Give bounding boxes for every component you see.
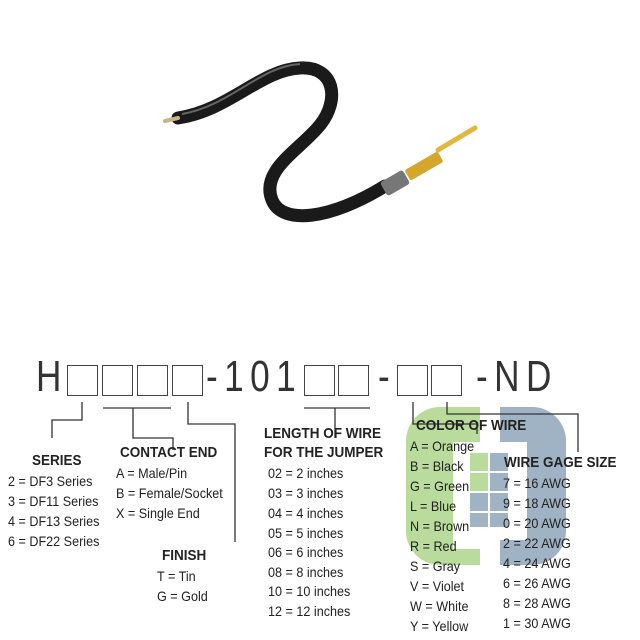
color-item: B = Black [410,458,464,474]
color-box [397,365,428,396]
color-item: L = Blue [410,498,457,514]
length-item: 03 = 3 inches [268,485,344,501]
finish-item: T = Tin [157,568,196,584]
stripped-end [163,116,180,123]
part-middle: -101 [206,352,303,401]
crimp-barrel [380,170,410,196]
series-box [67,365,98,396]
color-item: V = Violet [410,578,465,594]
gage-item: 9 = 18 AWG [503,495,571,511]
color-item: A = Orange [410,438,475,454]
color-item: N = Brown [410,518,470,534]
gage-box [431,365,462,396]
part-dash: - [378,352,390,401]
length-item: 02 = 2 inches [268,465,344,481]
series-item: 4 = DF13 Series [8,513,100,529]
finish-item: G = Gold [157,588,208,604]
logo-blue-shape [500,407,566,565]
color-item: S = Gray [410,558,461,574]
length-box-1 [304,365,335,396]
part-prefix: H [36,352,62,401]
contact-end-item: X = Single End [116,505,200,521]
color-item: Y = Yellow [410,618,469,634]
gage-item: 1 = 30 AWG [503,615,571,631]
logo-grid [470,453,508,527]
series-heading: SERIES [32,452,82,469]
gage-item: 0 = 20 AWG [503,515,571,531]
contact-end-box-1 [102,365,133,396]
gage-item: 6 = 26 AWG [503,575,571,591]
wire [171,61,392,223]
series-item: 6 = DF22 Series [8,533,100,549]
length-item: 12 = 12 inches [268,603,351,619]
gage-item: 4 = 24 AWG [503,555,571,571]
length-item: 04 = 4 inches [268,505,344,521]
gage-item: 7 = 16 AWG [503,475,571,491]
gold-contact [405,152,443,180]
series-item: 2 = DF3 Series [8,473,93,489]
contact-end-item: B = Female/Socket [116,485,223,501]
logo-green-shape [406,407,480,565]
length-item: 05 = 5 inches [268,525,344,541]
length-item: 10 = 10 inches [268,583,351,599]
contact-end-item: A = Male/Pin [116,465,188,481]
color-heading: COLOR OF WIRE [416,417,527,434]
part-suffix: -ND [476,352,558,401]
contact-end-box-2 [137,365,168,396]
gage-item: 8 = 28 AWG [503,595,571,611]
length-item: 08 = 8 inches [268,564,344,580]
length-heading-1: LENGTH OF WIRE [264,425,381,442]
gage-item: 2 = 22 AWG [503,535,571,551]
color-item: R = Red [410,538,457,554]
length-box-2 [338,365,369,396]
finish-heading: FINISH [162,547,207,564]
contact-end-heading: CONTACT END [120,444,218,461]
gage-heading: WIRE GAGE SIZE [504,454,617,471]
gold-pin [435,125,478,153]
length-heading-2: FOR THE JUMPER [264,444,384,461]
series-item: 3 = DF11 Series [8,493,99,509]
finish-box [172,365,203,396]
color-item: G = Green [410,478,470,494]
color-item: W = White [410,598,469,614]
length-item: 06 = 6 inches [268,544,344,560]
